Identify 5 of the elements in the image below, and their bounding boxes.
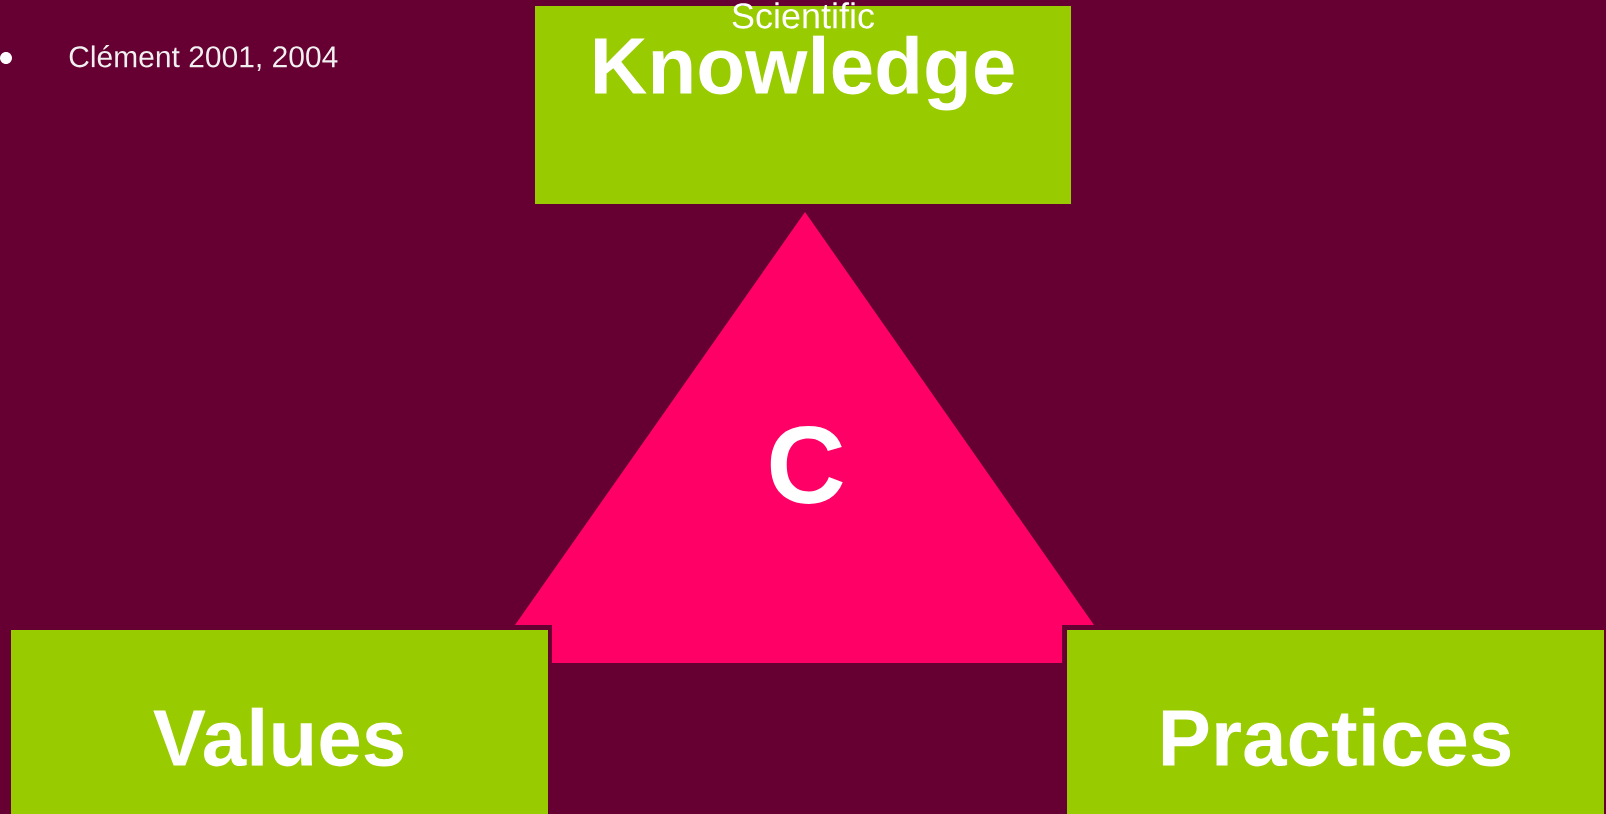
label-box: Scientific Knowledge xyxy=(535,2,1071,204)
triangle: C xyxy=(515,212,1094,663)
label-box: Values xyxy=(11,630,548,814)
reference-text: Clément 2001, 2004 xyxy=(69,45,338,71)
label-box: Practices xyxy=(1067,630,1604,814)
